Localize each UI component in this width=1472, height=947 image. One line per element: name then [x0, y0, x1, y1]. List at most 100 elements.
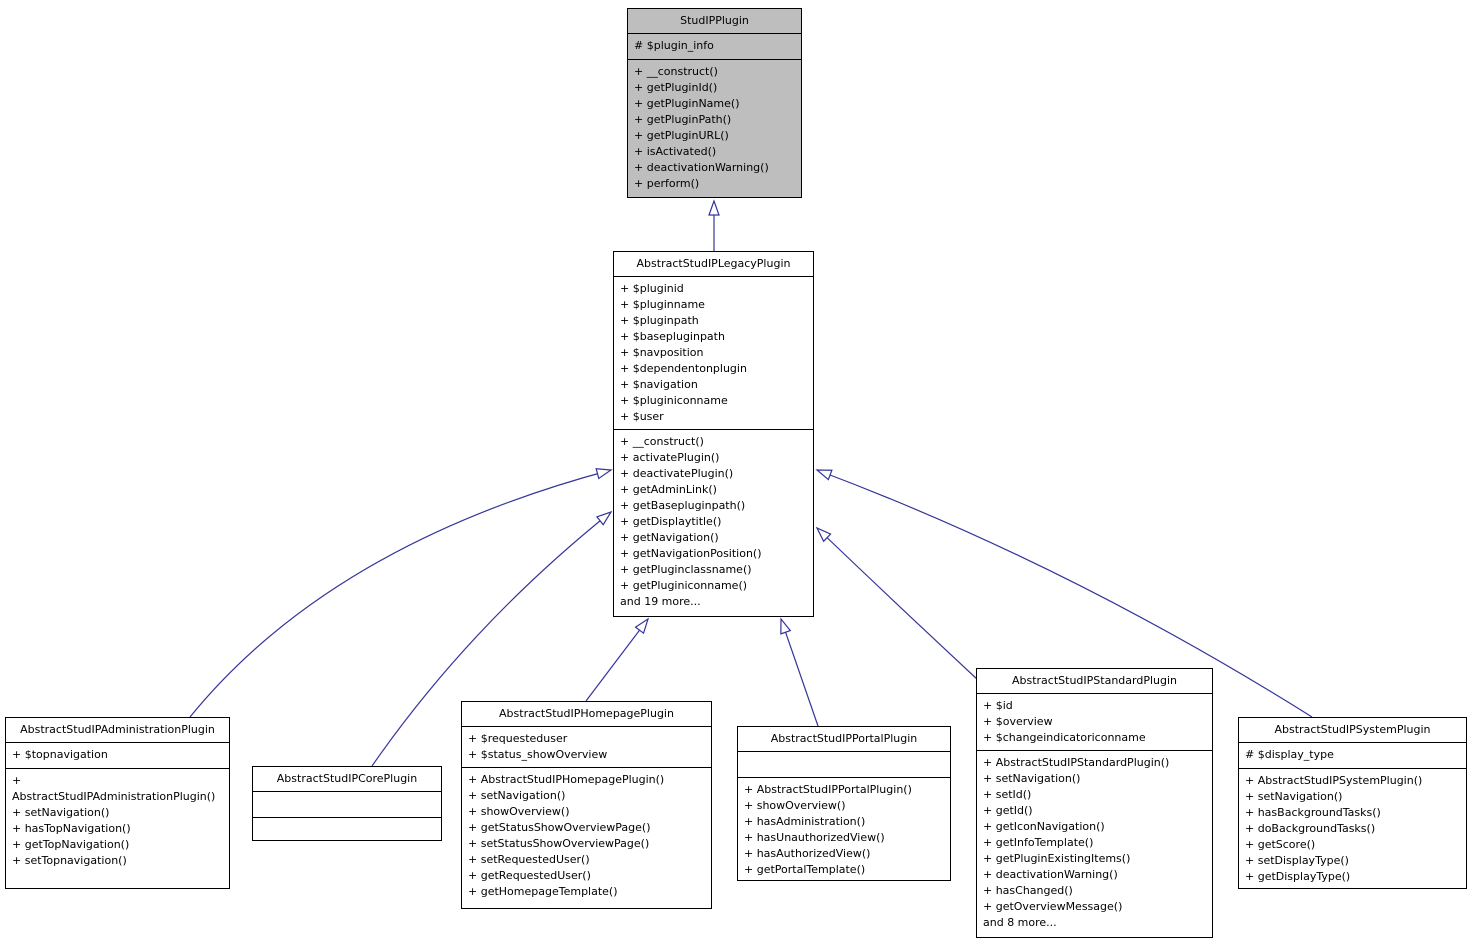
class-title: AbstractStudIPHomepagePlugin: [462, 702, 711, 727]
method-row: + getDisplaytitle(): [620, 515, 722, 528]
method-row: + getPluginExistingItems(): [983, 852, 1131, 865]
method-row: + getPluginclassname(): [620, 563, 752, 576]
class-methods: + AbstractStudIPAdministrationPlugin() + …: [6, 769, 229, 888]
class-methods: + __construct() + activatePlugin() + deact…: [614, 430, 813, 616]
method-row: + getHomepageTemplate(): [468, 885, 618, 898]
class-fields: + $requesteduser + $status_showOverview: [462, 727, 711, 768]
field-row: # $plugin_info: [634, 39, 714, 52]
method-row: + setNavigation(): [12, 806, 110, 819]
field-row: + $overview: [983, 715, 1053, 728]
class-box-abstractstudipstandardplugin[interactable]: AbstractStudIPStandardPlugin + $id + $ove…: [976, 668, 1213, 938]
method-row: + getDisplayType(): [1245, 870, 1351, 883]
class-box-abstractstudipadministrationplugin[interactable]: AbstractStudIPAdministrationPlugin + $to…: [5, 717, 230, 889]
method-row: + showOverview(): [468, 805, 570, 818]
class-box-studipplugin[interactable]: StudIPPlugin # $plugin_info + __construc…: [627, 8, 802, 198]
method-row: + AbstractStudIPSystemPlugin(): [1245, 774, 1423, 787]
field-row: + $user: [620, 410, 664, 423]
method-row: + getPluginId(): [634, 81, 718, 94]
class-title: AbstractStudIPSystemPlugin: [1239, 718, 1466, 743]
method-row: + hasAuthorizedView(): [744, 847, 871, 860]
method-row: + getAdminLink(): [620, 483, 717, 496]
method-row: + getInfoTemplate(): [983, 836, 1094, 849]
method-row: + getPluginName(): [634, 97, 740, 110]
method-row: + setRequestedUser(): [468, 853, 590, 866]
method-row: + getStatusShowOverviewPage(): [468, 821, 651, 834]
field-row: + $status_showOverview: [468, 748, 608, 761]
method-row: + deactivationWarning(): [634, 161, 769, 174]
method-row: + getNavigation(): [620, 531, 719, 544]
class-title: StudIPPlugin: [628, 9, 801, 34]
method-row: + setTopnavigation(): [12, 854, 127, 867]
method-row: + showOverview(): [744, 799, 846, 812]
class-methods: [253, 818, 441, 840]
method-row: + setNavigation(): [983, 772, 1081, 785]
method-row: + getPluginURL(): [634, 129, 729, 142]
class-fields: [253, 792, 441, 818]
class-fields: # $plugin_info: [628, 34, 801, 60]
method-row: + setDisplayType(): [1245, 854, 1349, 867]
method-row: + getPluginiconname(): [620, 579, 748, 592]
class-title: AbstractStudIPAdministrationPlugin: [6, 718, 229, 743]
class-fields: # $display_type: [1239, 743, 1466, 769]
method-row: + AbstractStudIPAdministrationPlugin(): [12, 774, 216, 803]
method-row: + __construct(): [620, 435, 704, 448]
field-row: + $dependentonplugin: [620, 362, 747, 375]
method-row: + activatePlugin(): [620, 451, 720, 464]
method-row: + hasUnauthorizedView(): [744, 831, 885, 844]
field-row: + $pluginiconname: [620, 394, 728, 407]
method-row: + getIconNavigation(): [983, 820, 1105, 833]
field-row: + $navposition: [620, 346, 704, 359]
field-row: + $topnavigation: [12, 748, 108, 761]
method-row: + getNavigationPosition(): [620, 547, 762, 560]
class-box-abstractstudiphomepageplugin[interactable]: AbstractStudIPHomepagePlugin + $requeste…: [461, 701, 712, 909]
method-row: + setNavigation(): [468, 789, 566, 802]
method-row: + getPluginPath(): [634, 113, 732, 126]
method-row: + getRequestedUser(): [468, 869, 591, 882]
method-row: + __construct(): [634, 65, 718, 78]
method-row: + perform(): [634, 177, 700, 190]
method-row: + hasAdministration(): [744, 815, 866, 828]
class-title: AbstractStudIPPortalPlugin: [738, 727, 950, 752]
method-row: + AbstractStudIPStandardPlugin(): [983, 756, 1170, 769]
inheritance-edge-administration-to-legacy: [189, 468, 613, 718]
field-row: + $pluginname: [620, 298, 705, 311]
inheritance-edge-standard-to-legacy: [815, 526, 979, 681]
field-row: + $pluginpath: [620, 314, 699, 327]
inheritance-edge-homepage-to-legacy: [585, 617, 650, 702]
field-row: + $basepluginpath: [620, 330, 725, 343]
method-row: + hasChanged(): [983, 884, 1073, 897]
class-title: AbstractStudIPStandardPlugin: [977, 669, 1212, 694]
method-row: + deactivatePlugin(): [620, 467, 734, 480]
method-row: + getId(): [983, 804, 1033, 817]
method-row: + hasBackgroundTasks(): [1245, 806, 1381, 819]
method-row: + doBackgroundTasks(): [1245, 822, 1376, 835]
method-row: + getPortalTemplate(): [744, 863, 866, 876]
method-row: + getBasepluginpath(): [620, 499, 746, 512]
field-row: + $requesteduser: [468, 732, 568, 745]
class-title: AbstractStudIPLegacyPlugin: [614, 252, 813, 277]
method-row: and 19 more...: [620, 595, 701, 608]
class-fields: [738, 752, 950, 778]
class-methods: + AbstractStudIPPortalPlugin()+ showOver…: [738, 778, 950, 880]
method-row: + getTopNavigation(): [12, 838, 130, 851]
method-row: + hasTopNavigation(): [12, 822, 131, 835]
method-row: + deactivationWarning(): [983, 868, 1118, 881]
class-box-abstractstudipsystemplugin[interactable]: AbstractStudIPSystemPlugin # $display_ty…: [1238, 717, 1467, 889]
inheritance-edge-portal-to-legacy: [780, 617, 819, 727]
field-row: + $navigation: [620, 378, 698, 391]
class-box-abstractstudipportalplugin[interactable]: AbstractStudIPPortalPlugin + AbstractStu…: [737, 726, 951, 881]
method-row: + getOverviewMessage(): [983, 900, 1123, 913]
field-row: + $changeindicatoriconname: [983, 731, 1146, 744]
method-row: + setId(): [983, 788, 1032, 801]
class-box-abstractstudipcoreplugin[interactable]: AbstractStudIPCorePlugin: [252, 766, 442, 841]
method-row: + AbstractStudIPHomepagePlugin(): [468, 773, 665, 786]
method-row: + isActivated(): [634, 145, 717, 158]
field-row: + $pluginid: [620, 282, 684, 295]
field-row: # $display_type: [1245, 748, 1334, 761]
class-box-abstractstudiplegacyplugin[interactable]: AbstractStudIPLegacyPlugin + $pluginid + …: [613, 251, 814, 617]
class-methods: + AbstractStudIPHomepagePlugin() + setNav…: [462, 768, 711, 908]
method-row: + getScore(): [1245, 838, 1316, 851]
method-row: + setNavigation(): [1245, 790, 1343, 803]
field-row: + $id: [983, 699, 1013, 712]
class-methods: + AbstractStudIPStandardPlugin() + setNav…: [977, 751, 1212, 937]
